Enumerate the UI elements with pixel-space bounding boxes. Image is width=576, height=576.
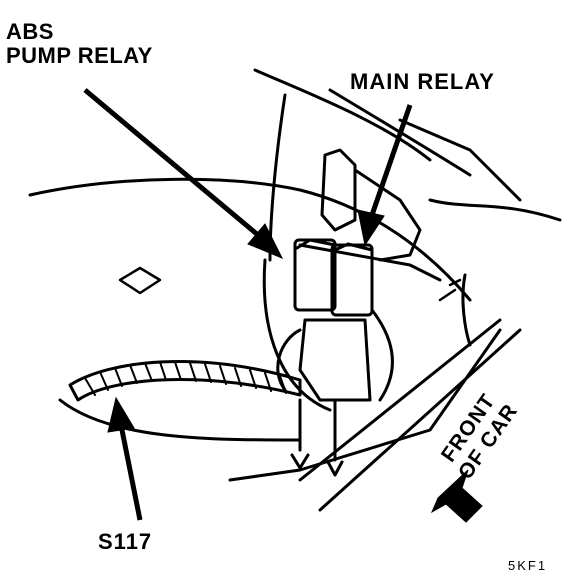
corrugated-harness (68, 360, 302, 402)
cowl-curve (328, 88, 472, 177)
main-relay-leader (369, 104, 413, 216)
front-rail (318, 328, 522, 512)
abs-pump-relay-label-line2: PUMP RELAY (6, 43, 153, 68)
abs-pump-relay-leader (83, 88, 260, 237)
s117-leader (119, 429, 143, 521)
abs-pump-relay-label: ABS PUMP RELAY (6, 20, 153, 68)
mount-post (461, 273, 472, 347)
abs-pump-relay-arrowhead (247, 223, 284, 259)
bracket-lower (298, 243, 442, 282)
vertical-post (268, 93, 287, 262)
harness-loop (262, 258, 332, 412)
lower-panel (58, 398, 302, 442)
abs-pump-relay-label-line1: ABS (6, 19, 54, 44)
hood-edge-curve (253, 68, 432, 162)
bracket-arm (353, 168, 422, 262)
harness-right (370, 308, 394, 402)
front-direction-arrow (430, 469, 483, 523)
relay-top-left (295, 238, 337, 250)
relay-top-right (333, 242, 374, 252)
main-relay-label: MAIN RELAY (350, 69, 495, 94)
pins (290, 453, 344, 477)
s117-arrowhead (107, 396, 135, 433)
s117-label: S117 (98, 529, 153, 554)
right-shelf (428, 198, 562, 222)
figure-code: 5KF1 (508, 558, 548, 573)
fender-curve (28, 177, 472, 302)
strut-top-line (398, 118, 522, 202)
front-rail-inner (298, 318, 502, 482)
connector-block (298, 318, 372, 402)
relay-bracket (320, 148, 357, 232)
harness-ribs (84, 361, 287, 396)
diamond-icon (118, 266, 162, 295)
dash-marks (438, 278, 462, 302)
main-relay-arrowhead (357, 209, 385, 247)
